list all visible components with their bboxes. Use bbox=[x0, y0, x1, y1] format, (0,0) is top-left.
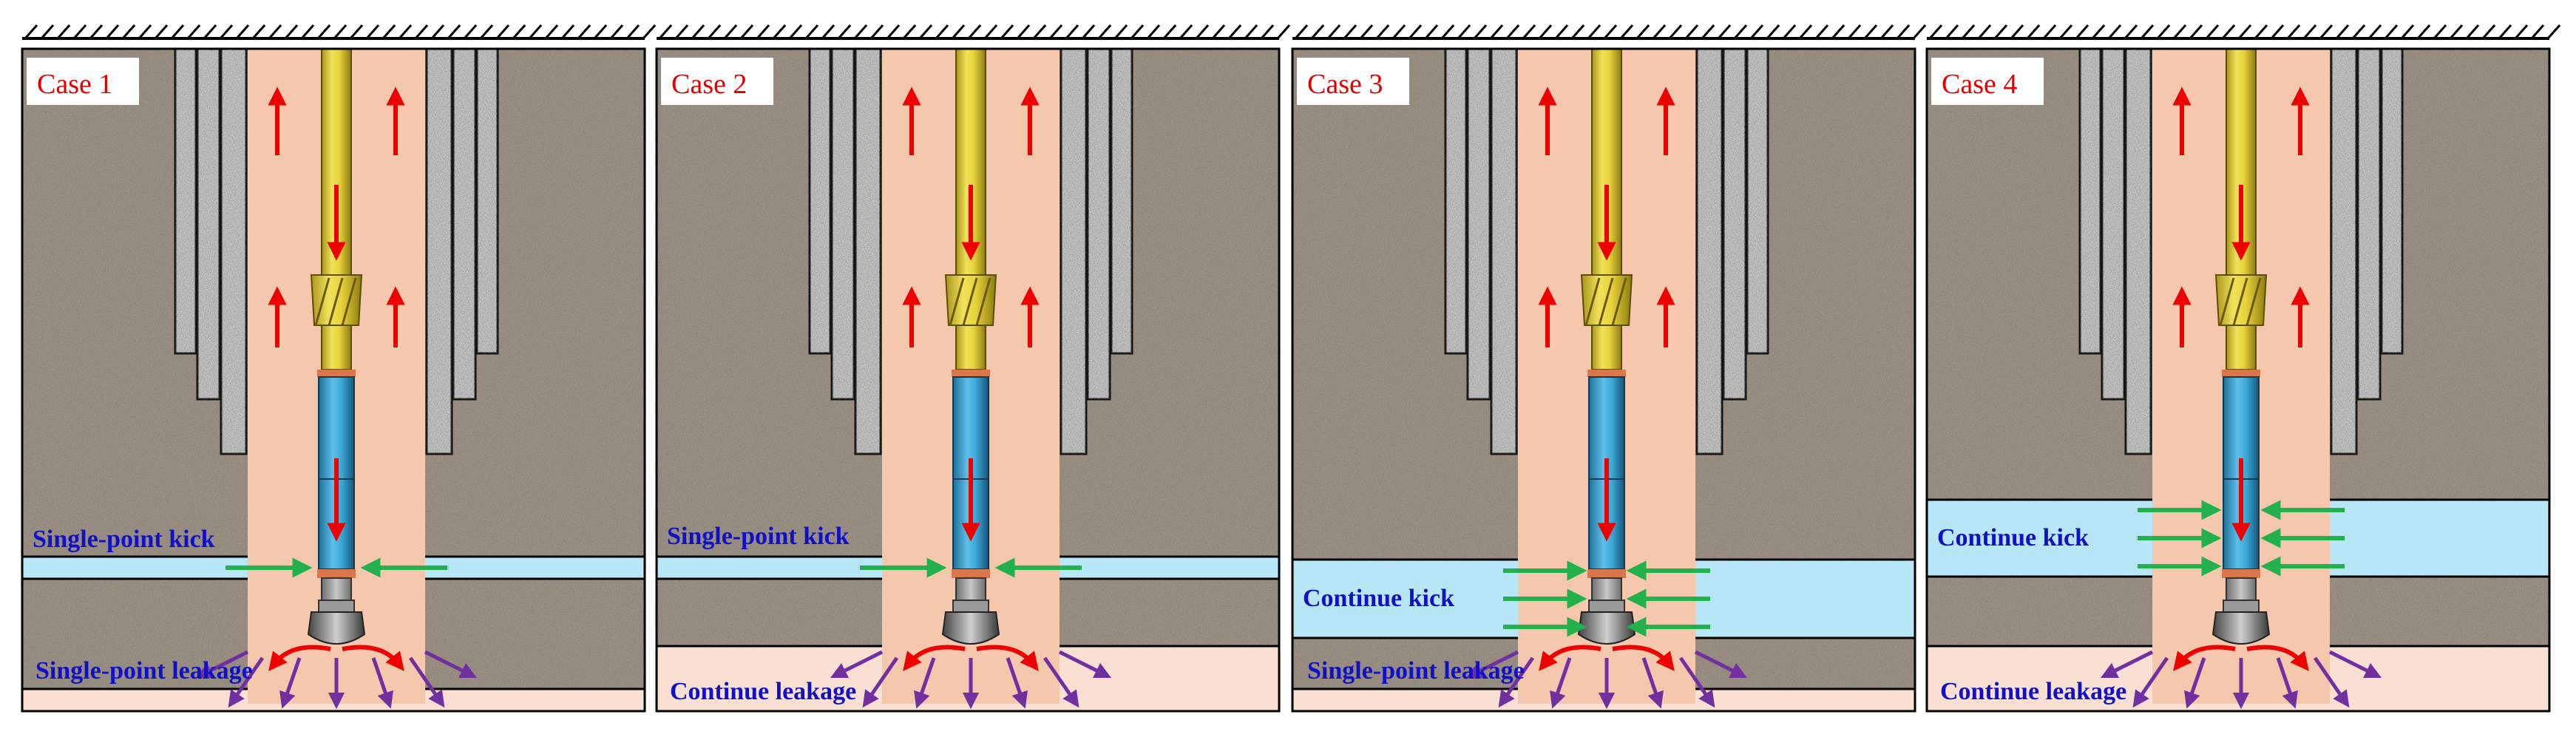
bit-outflow-arrow bbox=[1612, 645, 1675, 671]
leak-arrow bbox=[408, 656, 445, 708]
hatched-ground-icon bbox=[658, 24, 1291, 39]
bit-outflow-arrow bbox=[2173, 645, 2236, 671]
leak-arrow bbox=[2313, 656, 2350, 708]
case-label-box bbox=[661, 58, 773, 105]
case-label: Case 2 bbox=[661, 58, 773, 105]
kick-annotation: Single-point kick bbox=[667, 523, 850, 550]
leak-arrow bbox=[228, 656, 265, 708]
leak-arrow bbox=[862, 656, 899, 708]
leak-arrow bbox=[830, 650, 884, 679]
case-label-text: Case 2 bbox=[671, 69, 747, 100]
leak-arrow bbox=[1058, 650, 1112, 679]
panel-border bbox=[21, 47, 646, 713]
case-label-text: Case 3 bbox=[1307, 69, 1383, 100]
leak-arrow bbox=[1678, 656, 1715, 708]
leak-arrow bbox=[1498, 656, 1535, 708]
case-label-box bbox=[1931, 58, 2044, 105]
leak-arrow bbox=[1465, 650, 1519, 679]
leak-arrow bbox=[371, 657, 393, 709]
drill-bit-icon bbox=[941, 611, 1000, 645]
casing-string-icon bbox=[808, 47, 1133, 455]
leak-arrow bbox=[914, 657, 936, 709]
bit-outflow-arrow bbox=[2246, 645, 2309, 671]
hatched-ground-icon bbox=[1294, 24, 1927, 39]
leak-arrow bbox=[2132, 656, 2169, 708]
leak-annotation: Single-point leakage bbox=[1307, 657, 1525, 685]
kick-annotation: Continue kick bbox=[1937, 524, 2089, 551]
leak-arrows bbox=[2100, 650, 2382, 710]
leak-arrow bbox=[1641, 657, 1664, 709]
leak-arrow bbox=[2184, 657, 2206, 709]
bit-outflow-arrow bbox=[903, 645, 966, 671]
drill-bit-icon bbox=[2211, 611, 2271, 645]
leak-arrow bbox=[2100, 650, 2154, 679]
hatched-ground-icon bbox=[24, 24, 657, 39]
leak-arrow bbox=[1006, 657, 1028, 709]
leak-arrow bbox=[195, 650, 249, 679]
case-label: Case 4 bbox=[1931, 58, 2044, 105]
drill-bit-icon bbox=[1577, 611, 1636, 645]
flow-arrows bbox=[2172, 86, 2310, 671]
leak-arrow bbox=[279, 657, 302, 709]
panel-border bbox=[655, 47, 1281, 713]
panel-border bbox=[1291, 47, 1916, 713]
leak-arrow bbox=[1694, 650, 1748, 679]
leak-annotation: Continue leakage bbox=[1940, 678, 2126, 705]
case-label-text: Case 1 bbox=[37, 69, 112, 100]
leak-arrows bbox=[1465, 650, 1748, 710]
bit-outflow-arrow bbox=[268, 645, 331, 671]
drill-pipe bbox=[321, 48, 352, 280]
kick-arrows bbox=[2138, 500, 2345, 577]
leak-arrow bbox=[2328, 650, 2382, 679]
flow-arrows bbox=[902, 86, 1040, 671]
leak-arrow bbox=[1043, 656, 1079, 708]
kick-annotation: Continue kick bbox=[1303, 585, 1454, 612]
drill-bit-icon bbox=[307, 611, 366, 645]
leak-arrow bbox=[424, 650, 478, 679]
bit-outflow-arrow bbox=[1539, 645, 1601, 671]
case-label-box bbox=[27, 58, 139, 105]
flow-arrows bbox=[1538, 86, 1675, 671]
leak-arrow bbox=[1550, 657, 1572, 709]
case-label-text: Case 4 bbox=[1942, 69, 2017, 100]
bit-outflow-arrow bbox=[976, 645, 1039, 671]
case-label: Case 1 bbox=[27, 58, 139, 105]
leak-arrows bbox=[195, 650, 478, 710]
bit-outflow-arrow bbox=[342, 645, 404, 671]
leak-annotation: Single-point leakage bbox=[35, 657, 253, 685]
kick-annotation: Single-point kick bbox=[33, 526, 215, 553]
leak-annotation: Continue leakage bbox=[670, 678, 856, 705]
casing-string-icon bbox=[2078, 47, 2404, 455]
casing-string-icon bbox=[174, 47, 499, 455]
kick-arrows bbox=[1503, 560, 1710, 637]
leak-arrow bbox=[2276, 657, 2298, 709]
case-label-box bbox=[1297, 58, 1409, 105]
leak-arrows bbox=[830, 650, 1112, 710]
case-label: Case 3 bbox=[1297, 58, 1409, 105]
hatched-ground-icon bbox=[1928, 24, 2561, 39]
flow-arrows bbox=[268, 86, 405, 671]
panel-border bbox=[1925, 47, 2551, 713]
casing-string-icon bbox=[1444, 47, 1769, 455]
